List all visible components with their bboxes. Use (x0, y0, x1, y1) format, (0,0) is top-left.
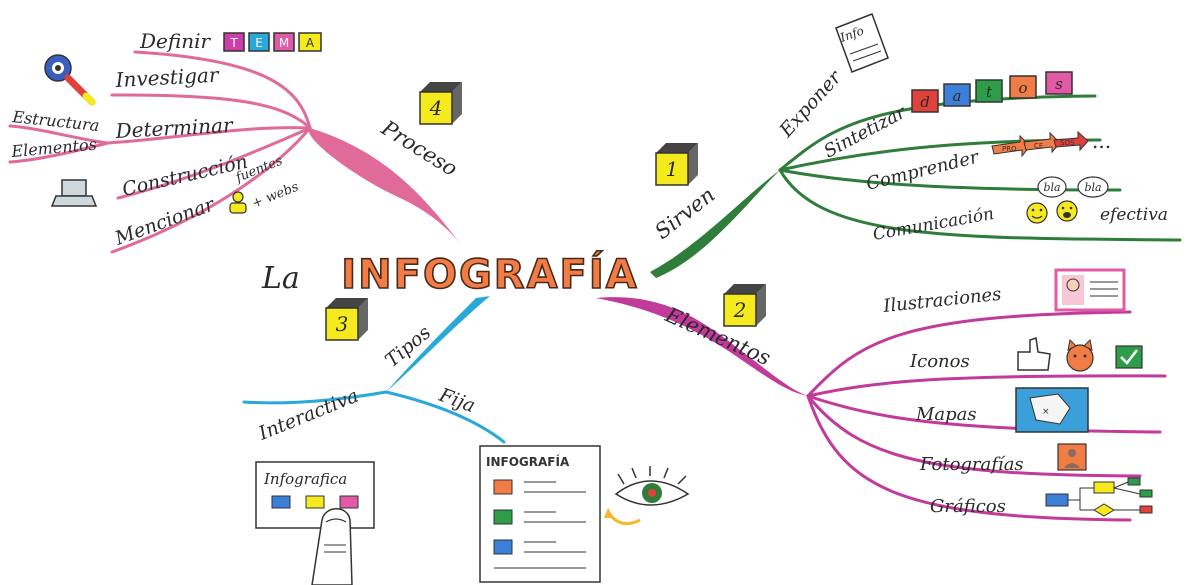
tema-letter: M (279, 36, 289, 50)
elementos-branch: 2 Elementos Ilustraciones Iconos Mapas (596, 268, 1167, 522)
tipos-label: Tipos (381, 321, 435, 372)
process-arrows: PRO CE SOS (991, 130, 1089, 158)
speech-bubbles: bla bla (1037, 176, 1109, 198)
fotografias-line (806, 394, 1142, 478)
sirven-branch: 1 Sirven Exponer Info Sintetizar d a t o… (650, 13, 1182, 278)
graficos-line (806, 394, 1132, 522)
mencionar-label: Mencionar (111, 193, 219, 250)
construccion-line (116, 126, 312, 200)
ilustraciones-line (806, 310, 1132, 398)
iconos-line (806, 374, 1167, 398)
cube-3-number: 3 (336, 312, 349, 336)
comunicacion-line (778, 168, 1182, 242)
finger-icon (311, 508, 353, 585)
mapas-line (806, 394, 1162, 434)
mencionar-line (110, 126, 312, 254)
flowchart-icon (1045, 477, 1153, 517)
cube-4: 4 (419, 82, 462, 125)
determinar-line (106, 126, 312, 145)
portrait-card-icon (1054, 268, 1126, 312)
map-icon: × (1015, 387, 1089, 433)
cat-face-icon (1066, 338, 1094, 372)
eye-icon (604, 466, 690, 526)
datos-tiles: d a t o s (911, 71, 1073, 113)
tema-tiles: T E M A (223, 32, 322, 52)
ellipsis: ... (1092, 129, 1111, 153)
card-fija-title: INFOGRAFÍA (486, 454, 570, 469)
title-prefix: La (261, 261, 300, 296)
tipos-main-stroke (386, 296, 490, 392)
cube-1-number: 1 (666, 157, 679, 181)
info-document-icon: Info (835, 13, 889, 73)
tema-letter: T (229, 36, 238, 50)
sirven-main-stroke (650, 170, 780, 278)
proceso-main-stroke (308, 128, 462, 246)
bla-text: bla (1084, 181, 1101, 194)
thumbs-up-icon (1017, 337, 1051, 371)
elementos-sub-line (8, 141, 110, 164)
datos-letter: o (1018, 79, 1027, 97)
arrow-label: CE (1034, 142, 1043, 150)
datos-letter: t (986, 83, 993, 101)
photo-icon (1057, 443, 1087, 471)
cube-4-number: 4 (429, 96, 443, 120)
datos-letter: s (1055, 75, 1063, 93)
determinar-label: Determinar (114, 113, 235, 143)
cube-3: 3 (325, 298, 368, 341)
fija-line (384, 390, 506, 444)
bla-text: bla (1043, 181, 1060, 194)
arrow-label: SOS (1060, 139, 1075, 147)
card-interactiva-title: Infografica (263, 470, 347, 488)
central-title: La INFOGRAFÍA (261, 249, 638, 299)
arrow-label: PRO (1002, 145, 1017, 153)
fija-label: Fija (435, 384, 478, 417)
cube-1: 1 (655, 143, 698, 186)
smiley-faces (1026, 200, 1078, 224)
title-main: INFOGRAFÍA (341, 250, 638, 298)
laptop-icon (50, 179, 98, 207)
mapas-label: Mapas (915, 404, 977, 425)
datos-letter: a (953, 87, 962, 105)
checkmark-icon (1115, 345, 1143, 369)
webs-label: + webs (250, 179, 301, 211)
estructura-label: Estructura (11, 107, 101, 135)
cube-2-number: 2 (733, 298, 747, 322)
person-icon (229, 191, 247, 214)
tema-letter: E (255, 36, 263, 50)
interactiva-label: Interactiva (255, 385, 362, 445)
comunicacion-label: Comunicación (871, 204, 995, 245)
interactive-card: Infografica (255, 461, 375, 529)
tipos-branch: 3 Tipos Interactiva Fija Infografica INF… (242, 296, 690, 585)
investigar-line (110, 93, 312, 130)
tema-letter: A (306, 36, 315, 50)
iconos-label: Iconos (909, 351, 970, 372)
static-card: INFOGRAFÍA (479, 445, 601, 583)
ilustraciones-label: Ilustraciones (881, 284, 1002, 317)
efectiva-label: efectiva (1100, 205, 1168, 225)
datos-letter: d (920, 93, 930, 111)
graficos-label: Gráficos (930, 496, 1006, 517)
interactiva-line (242, 390, 388, 405)
elementos-sub-label: Elementos (10, 135, 98, 161)
definir-line (133, 50, 312, 130)
proceso-branch: Definir T E M A Investigar Determinar Es… (8, 29, 462, 254)
cube-2: 2 (723, 284, 766, 327)
definir-label: Definir (139, 29, 211, 53)
investigar-label: Investigar (114, 63, 220, 92)
estructura-line (8, 124, 110, 145)
magnifier-icon (44, 54, 96, 106)
map-x-mark: × (1042, 407, 1050, 417)
fotografias-label: Fotografías (919, 454, 1024, 475)
elementos-main-stroke (596, 297, 808, 396)
